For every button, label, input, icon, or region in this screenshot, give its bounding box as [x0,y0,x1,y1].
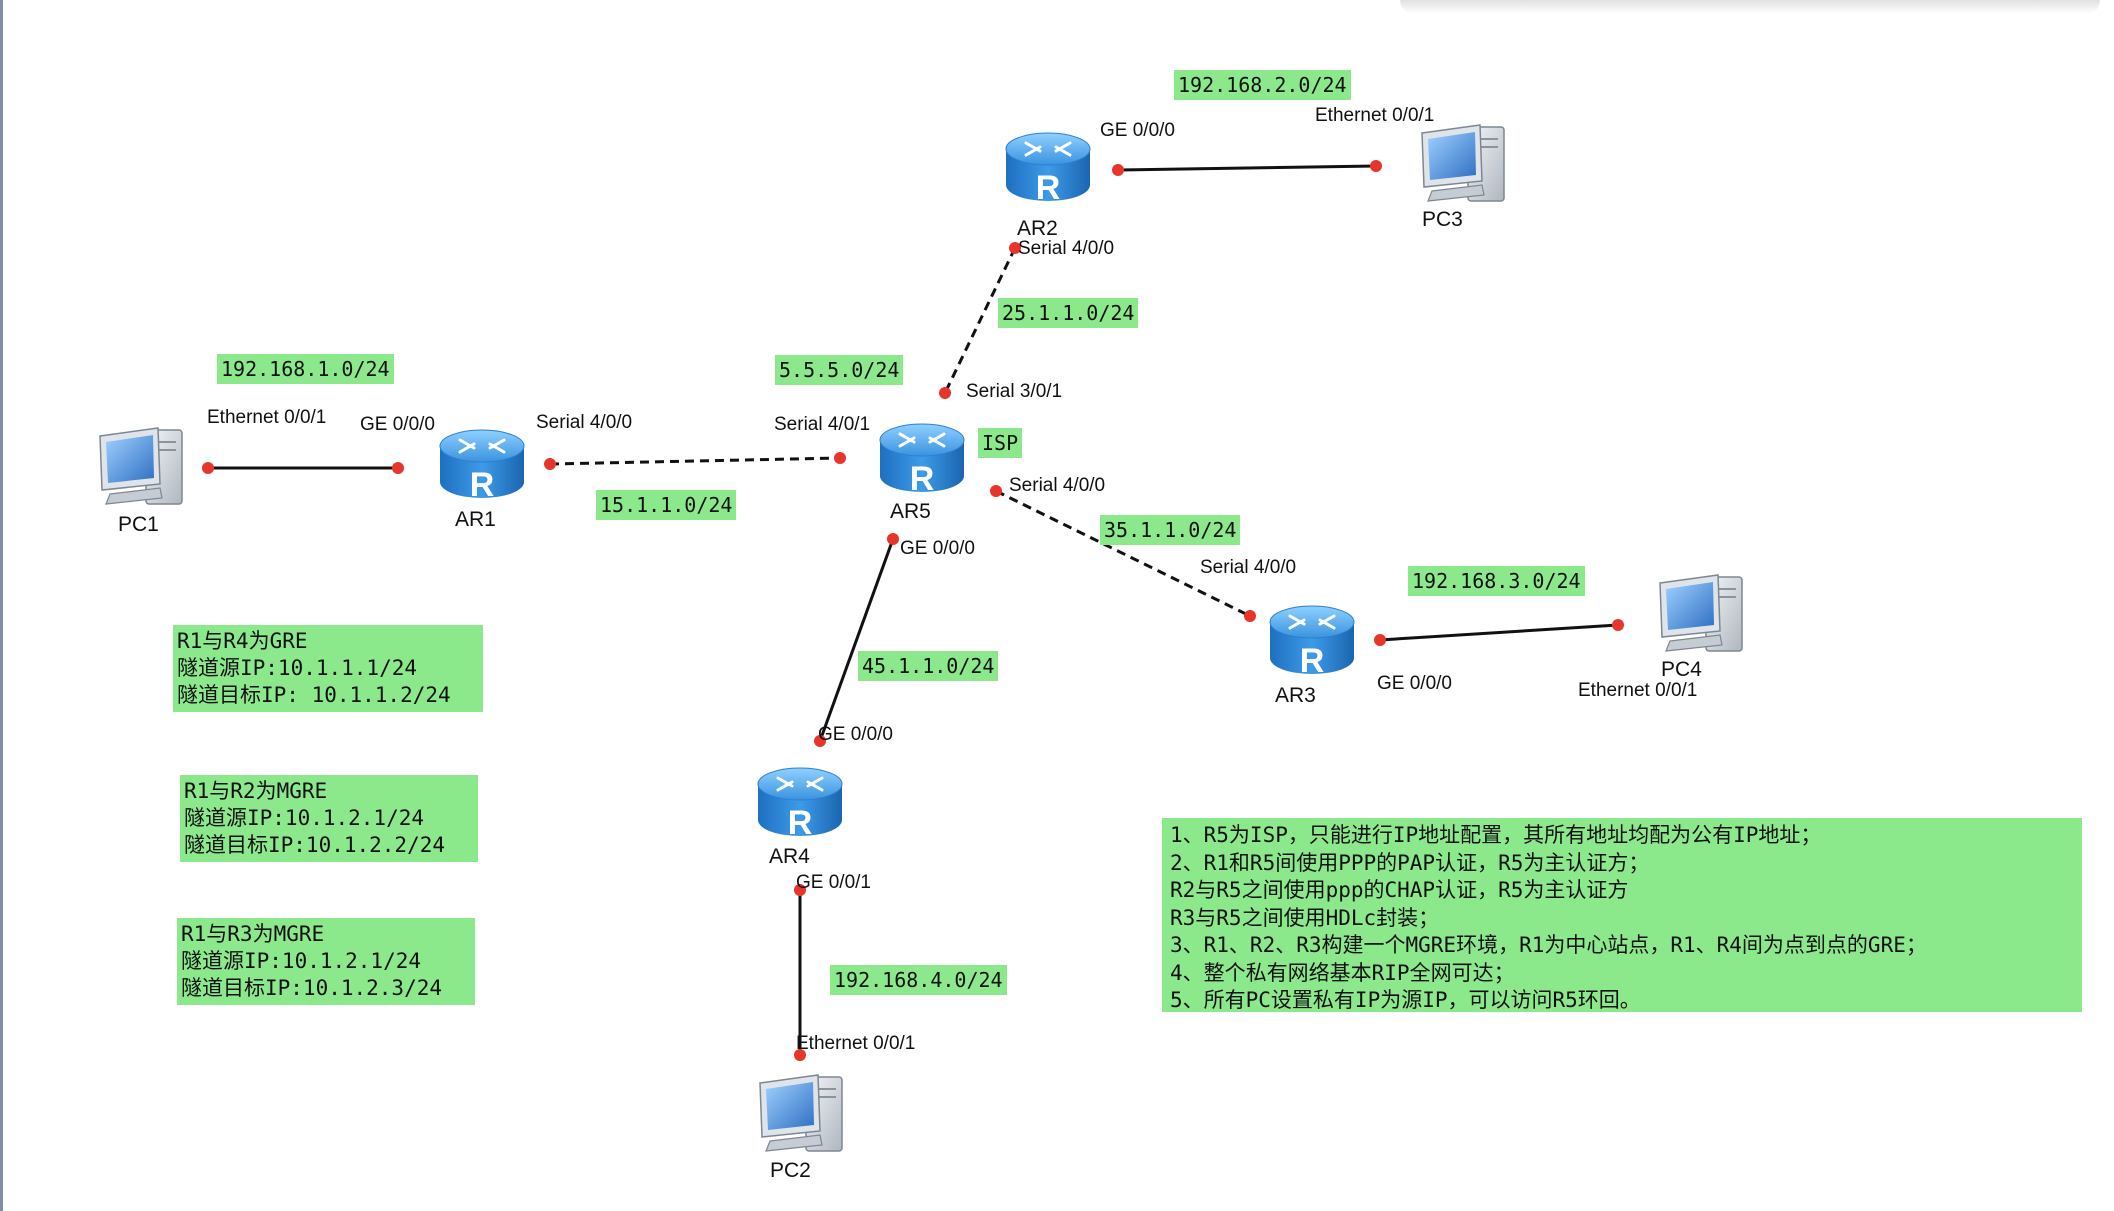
tunnel-source: 隧道源IP:10.1.2.1/24 [181,949,422,973]
network-label-lan2: 192.168.2.0/24 [1174,70,1351,100]
device-name-ar3: AR3 [1275,684,1316,707]
tunnel-destination: 隧道目标IP:10.1.2.3/24 [181,976,443,1000]
link-ar1-ar5 [549,456,841,466]
iface-ar4-ge000: GE 0/0/0 [818,724,893,745]
pc-icon-pc1[interactable] [99,427,183,505]
router-ar1[interactable] [438,428,526,506]
router-ar5[interactable] [878,422,966,500]
iface-pc1-eth: Ethernet 0/0/1 [207,407,327,428]
device-name-ar1: AR1 [455,508,496,531]
requirement-line: 5、所有PC设置私有IP为源IP，可以访问R5环回。 [1170,988,1641,1012]
pc-icon-pc4[interactable] [1659,574,1743,652]
requirement-line: 1、R5为ISP，只能进行IP地址配置，其所有地址均配为公有IP地址； [1170,823,1822,847]
device-name-pc1: PC1 [118,513,159,536]
port-dot [794,884,806,896]
iface-ar5-ge: GE 0/0/0 [900,538,975,559]
network-label-ar4-ar5: 45.1.1.0/24 [858,651,999,681]
port-dot [1370,160,1382,172]
tunnel-title: R1与R4为GRE [177,629,308,653]
iface-ar1-serial: Serial 4/0/0 [536,412,633,433]
requirement-line: 2、R1和R5间使用PPP的PAP认证，R5为主认证方； [1170,850,1650,875]
link-ar5-ar3 [995,489,1251,618]
requirements-box: 1、R5为ISP，只能进行IP地址配置，其所有地址均配为公有IP地址； 2、R1… [1162,818,2082,1012]
tunnel-destination: 隧道目标IP: 10.1.1.2/24 [177,683,451,707]
port-dot [1612,619,1624,631]
port-dot [1009,242,1021,254]
tunnel-source: 隧道源IP:10.1.1.1/24 [177,656,418,680]
device-name-pc2: PC2 [770,1159,811,1182]
port-dot [202,462,214,474]
iface-ar2-ge: GE 0/0/0 [1100,120,1175,141]
iface-ar5-serial301: Serial 3/0/1 [966,381,1063,402]
port-dot [392,462,404,474]
tunnel-info-box: R1与R2为MGRE 隧道源IP:10.1.2.1/24 隧道目标IP:10.1… [180,775,478,862]
network-label-lan3: 192.168.3.0/24 [1408,566,1585,596]
tunnel-info-box: R1与R3为MGRE 隧道源IP:10.1.2.1/24 隧道目标IP:10.1… [177,918,475,1005]
port-dot [1374,634,1386,646]
network-label-loopback: 5.5.5.0/24 [775,355,904,385]
tunnel-title: R1与R2为MGRE [184,779,328,803]
iface-ar4-ge001: GE 0/0/1 [796,872,871,893]
isp-label: ISP [978,428,1023,458]
pc-icon-pc2[interactable] [759,1074,843,1152]
device-name-pc3: PC3 [1422,208,1463,231]
port-dot [814,735,826,747]
network-label-lan1: 192.168.1.0/24 [217,354,394,384]
port-dot [887,533,899,545]
port-dot [834,452,846,464]
requirement-line: 3、R1、R2、R3构建一个MGRE环境，R1为中心站点，R1、R4间为点到点的… [1170,933,1927,957]
link-ar2-ar5 [943,247,1017,394]
requirement-line: 4、整个私有网络基本RIP全网可达； [1170,960,1515,985]
router-ar4[interactable] [756,766,844,844]
iface-pc3-eth: Ethernet 0/0/1 [1315,105,1435,126]
iface-pc4-eth: Ethernet 0/0/1 [1578,680,1698,701]
requirement-line: R2与R5之间使用ppp的CHAP认证，R5为主认证方 [1170,878,1629,902]
tunnel-destination: 隧道目标IP:10.1.2.2/24 [184,833,446,857]
link-ar5-ar4 [818,538,895,742]
canvas-top-shadow [1400,0,2100,14]
router-ar2[interactable] [1004,131,1092,209]
network-label-ar1-ar5: 15.1.1.0/24 [596,490,737,520]
device-name-ar4: AR4 [769,845,810,868]
link-ar3-pc4 [1379,623,1619,642]
iface-ar3-serial: Serial 4/0/0 [1200,557,1297,578]
port-dot [1112,164,1124,176]
link-ar2-pc3 [1117,164,1377,172]
port-dot [990,485,1002,497]
device-name-pc4: PC4 [1661,658,1702,681]
device-name-ar2: AR2 [1017,217,1058,240]
router-ar3[interactable] [1268,604,1356,682]
iface-pc2-eth: Ethernet 0/0/1 [796,1033,916,1054]
network-label-ar3-ar5: 35.1.1.0/24 [1100,515,1241,545]
port-dot [794,1049,806,1061]
tunnel-title: R1与R3为MGRE [181,922,325,946]
tunnel-info-box: R1与R4为GRE 隧道源IP:10.1.1.1/24 隧道目标IP: 10.1… [173,625,483,712]
iface-ar1-ge: GE 0/0/0 [360,414,435,435]
network-label-ar2-ar5: 25.1.1.0/24 [998,298,1139,328]
iface-ar5-serial400: Serial 4/0/0 [1009,475,1106,496]
device-name-ar5: AR5 [890,500,931,523]
iface-ar2-serial: Serial 4/0/0 [1018,238,1115,259]
iface-ar5-serial401: Serial 4/0/1 [774,414,871,435]
port-dot [939,387,951,399]
port-dot [544,458,556,470]
pc-icon-pc3[interactable] [1421,124,1505,202]
network-label-lan4: 192.168.4.0/24 [830,965,1007,995]
canvas-left-edge [0,0,3,1211]
port-dot [1244,610,1256,622]
iface-ar3-ge: GE 0/0/0 [1377,673,1452,694]
requirement-line: R3与R5之间使用HDLc封装； [1170,905,1440,930]
tunnel-source: 隧道源IP:10.1.2.1/24 [184,806,425,830]
